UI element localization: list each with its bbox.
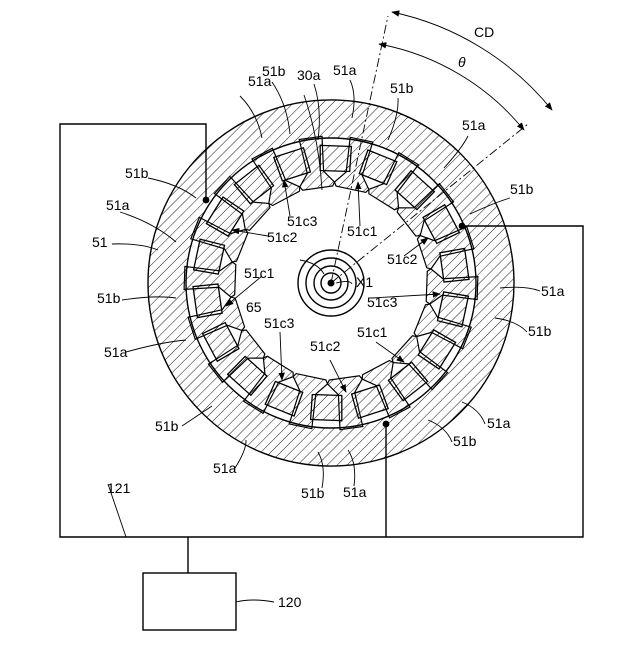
label-winding: 51b	[453, 433, 477, 449]
label-tooth: 51a	[487, 415, 511, 431]
label-winding: 51b	[390, 80, 414, 96]
label-winding: 51b	[301, 485, 325, 501]
shaft-label: 65	[246, 299, 262, 315]
label-winding: 51b	[262, 63, 286, 79]
winding-coil	[194, 239, 225, 274]
direction-label: CD	[474, 24, 494, 40]
label-tip1: 51c1	[244, 265, 275, 281]
label-winding: 51b	[97, 290, 121, 306]
label-tooth: 51a	[541, 283, 565, 299]
label-tip1: 51c1	[357, 324, 388, 340]
label-tooth: 51a	[333, 62, 357, 78]
label-winding: 51b	[125, 165, 149, 181]
label-tip2: 51c2	[267, 229, 298, 245]
cd-arc	[392, 12, 552, 110]
label-tooth: 51a	[104, 344, 128, 360]
winding-coil	[193, 284, 222, 318]
label-tooth: 51a	[213, 460, 237, 476]
label-tooth: 51a	[343, 484, 367, 500]
winding-coil	[311, 395, 342, 421]
winding-coil	[438, 292, 469, 327]
label-tip2: 51c2	[310, 338, 341, 354]
winding-coil	[320, 145, 351, 171]
controller-box	[143, 573, 236, 630]
label-winding: 51b	[528, 323, 552, 339]
label-winding: 51b	[510, 181, 534, 197]
label-tip2: 51c2	[387, 251, 418, 267]
controller-label: 120	[278, 594, 302, 610]
rotor-label: 30a	[297, 67, 321, 83]
axis-label: X1	[356, 274, 373, 290]
controller-leader	[236, 600, 274, 602]
label-tip3: 51c3	[287, 213, 318, 229]
label-tip3: 51c3	[264, 315, 295, 331]
winding-coil	[440, 248, 469, 282]
stator-label: 51	[92, 234, 108, 250]
wiring-label: 121	[107, 480, 131, 496]
label-tip1: 51c1	[347, 223, 378, 239]
label-tooth: 51a	[462, 117, 486, 133]
angle-label: θ	[458, 54, 466, 70]
label-winding: 51b	[155, 418, 179, 434]
leader-line	[336, 281, 352, 284]
label-tooth: 51a	[106, 197, 130, 213]
label-tip3: 51c3	[367, 294, 398, 310]
